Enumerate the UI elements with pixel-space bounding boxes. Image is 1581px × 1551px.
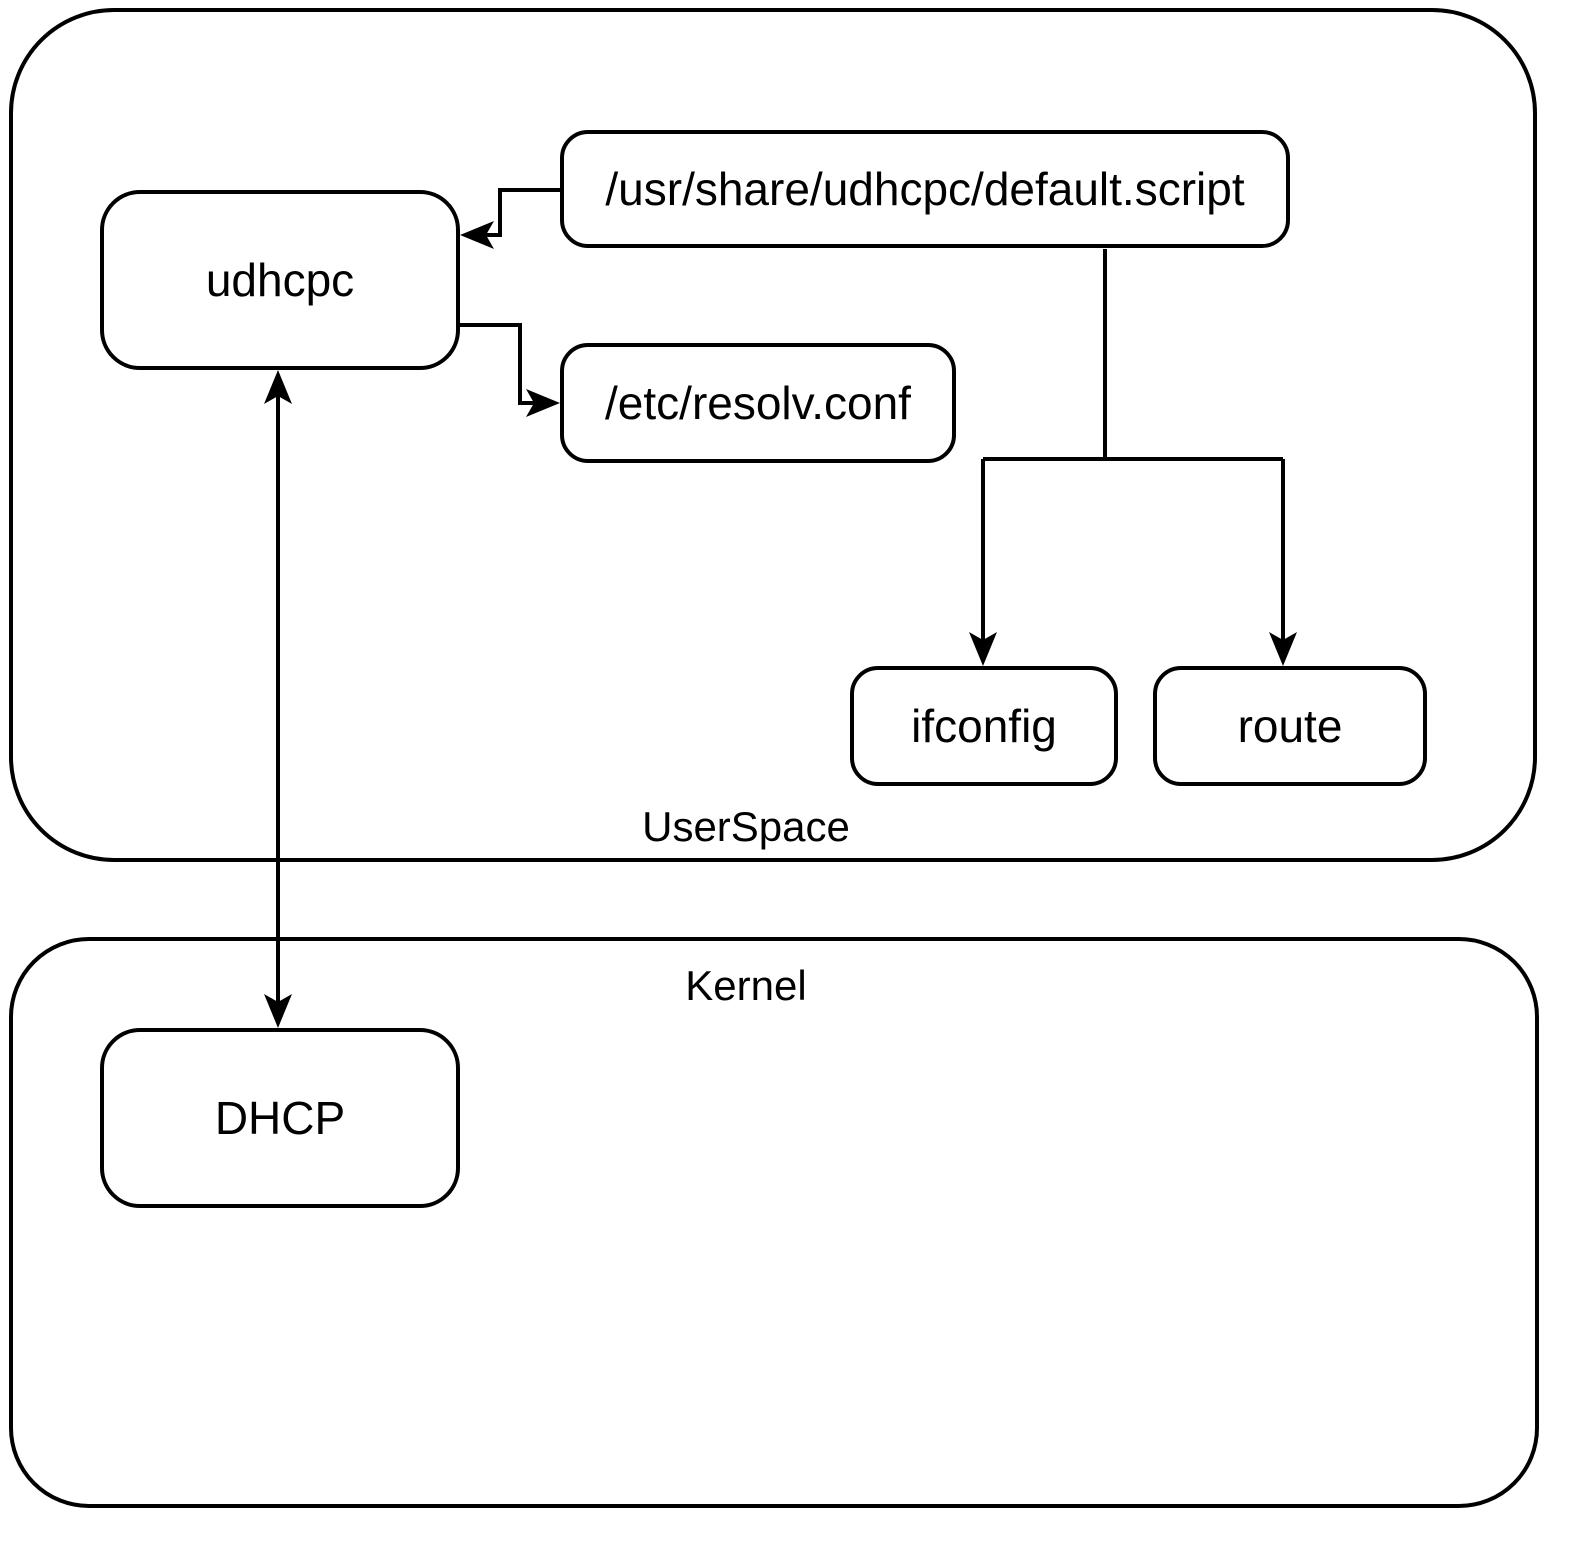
udhcpc-label: udhcpc [205,254,355,306]
node-resolv-conf: /etc/resolv.conf [560,343,956,463]
dhcp-label: DHCP [214,1092,346,1144]
kernel-label: Kernel [685,962,807,1009]
userspace-container [9,8,1537,862]
default-script-label: /usr/share/udhcpc/default.script [605,163,1245,215]
resolv-conf-label: /etc/resolv.conf [605,377,911,429]
node-ifconfig: ifconfig [850,666,1118,786]
ifconfig-label: ifconfig [911,700,1057,752]
kernel-container [9,937,1539,1508]
node-udhcpc: udhcpc [100,190,460,370]
userspace-label: UserSpace [642,803,850,850]
node-default-script: /usr/share/udhcpc/default.script [560,130,1290,248]
node-route: route [1153,666,1427,786]
node-dhcp: DHCP [100,1028,460,1208]
route-label: route [1237,700,1343,752]
